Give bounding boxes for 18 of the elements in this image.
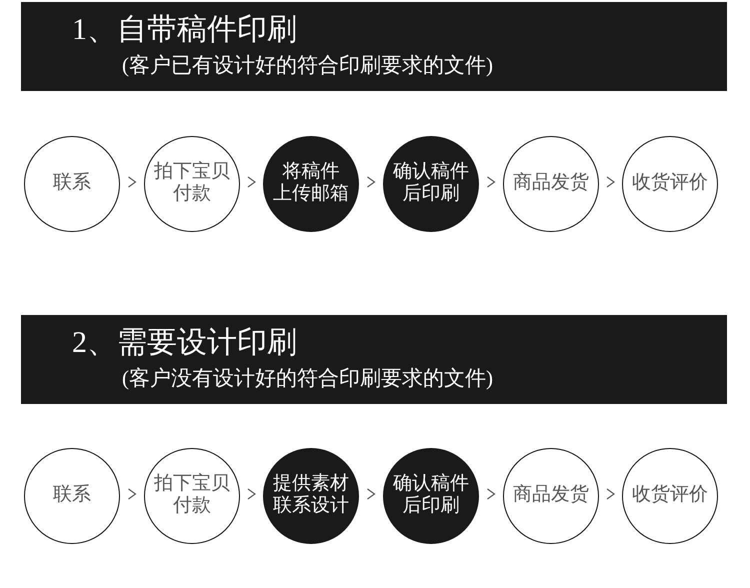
step-label: 联系 — [53, 172, 91, 194]
step-label: 提供素材联系设计 — [272, 473, 350, 517]
step-label: 拍下宝贝付款 — [154, 473, 230, 517]
title-banner — [21, 315, 727, 404]
title-banner — [21, 2, 727, 91]
step-label: 商品发货 — [513, 484, 589, 506]
step-label: 收货评价 — [632, 484, 708, 506]
section-title: 2、需要设计印刷 — [72, 325, 297, 361]
step-label: 确认稿件后印刷 — [392, 161, 470, 205]
step-label: 收货评价 — [632, 172, 708, 194]
step-label: 确认稿件后印刷 — [392, 473, 470, 517]
section-subtitle: (客户没有设计好的符合印刷要求的文件) — [122, 366, 493, 391]
section-title: 1、自带稿件印刷 — [72, 12, 297, 48]
step-label: 商品发货 — [513, 172, 589, 194]
step-label: 将稿件上传邮箱 — [272, 161, 350, 205]
step-label: 拍下宝贝付款 — [154, 161, 230, 205]
section-subtitle: (客户已有设计好的符合印刷要求的文件) — [122, 53, 493, 78]
step-label: 联系 — [53, 484, 91, 506]
